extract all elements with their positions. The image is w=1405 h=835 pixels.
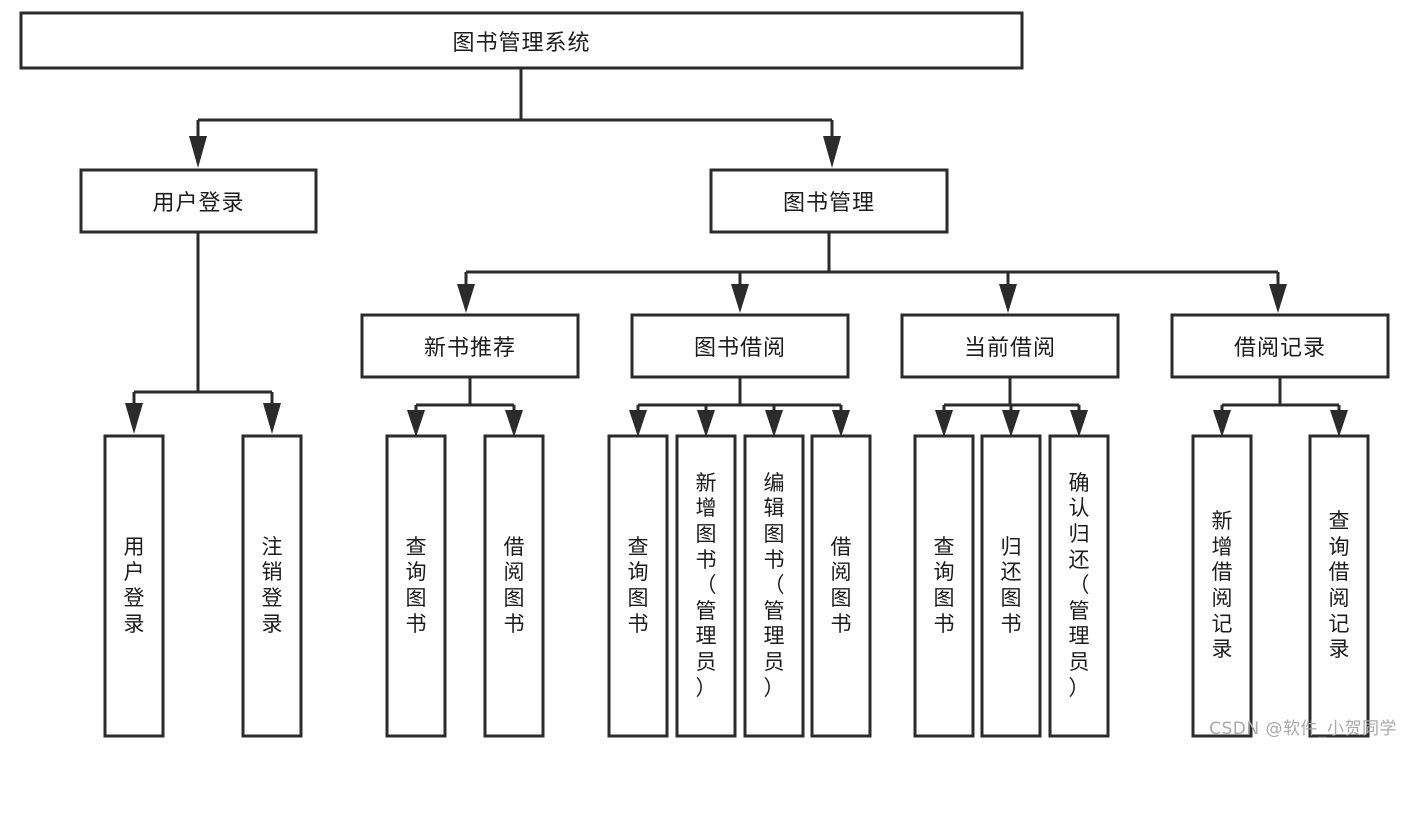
leaf-box-leaf-return-book[interactable] — [980, 434, 1042, 738]
node-box-current-borrow[interactable] — [900, 313, 1120, 379]
leaf-box-leaf-logout[interactable] — [241, 434, 303, 738]
connector-currentborrow-to-leaves — [935, 377, 1088, 437]
connector-bookmanage-to-level3 — [457, 232, 1287, 313]
leaf-box-leaf-edit-book[interactable] — [743, 434, 805, 738]
node-box-new-book-recommend[interactable] — [360, 313, 580, 379]
leaf-box-leaf-query-book-1[interactable] — [385, 434, 447, 738]
connector-borrowrecord-to-leaves — [1213, 377, 1348, 437]
node-box-root[interactable] — [19, 11, 1024, 70]
csdn-watermark: CSDN @软件_小贺同学 — [1209, 719, 1397, 739]
connector-newbook-to-leaves — [407, 377, 523, 437]
node-box-borrow-record[interactable] — [1170, 313, 1390, 379]
leaf-box-leaf-add-book[interactable] — [675, 434, 737, 738]
leaf-box-leaf-query-book-2[interactable] — [607, 434, 669, 738]
node-box-user-login[interactable] — [79, 168, 318, 234]
leaf-box-leaf-query-record[interactable] — [1308, 434, 1370, 738]
diagram-canvas: 图书管理系统 用户登录 图书管理 新书推荐 图书借阅 当前借阅 借阅记录 用户登… — [19, 11, 1397, 739]
node-box-book-manage[interactable] — [709, 168, 949, 234]
leaf-box-leaf-user-login[interactable] — [103, 434, 165, 738]
connector-bookborrow-to-leaves — [629, 377, 850, 437]
connector-userlogin-to-leaves — [125, 232, 281, 434]
leaf-box-leaf-query-book-3[interactable] — [913, 434, 975, 738]
leaf-box-leaf-add-record[interactable] — [1191, 434, 1253, 738]
leaf-box-leaf-borrow-book-2[interactable] — [810, 434, 872, 738]
node-box-book-borrow[interactable] — [630, 313, 850, 379]
connector-root-to-level2 — [189, 68, 841, 168]
leaf-box-leaf-borrow-book-1[interactable] — [483, 434, 545, 738]
leaf-box-leaf-confirm-return[interactable] — [1048, 434, 1110, 738]
tree-diagram-svg — [19, 11, 1390, 738]
